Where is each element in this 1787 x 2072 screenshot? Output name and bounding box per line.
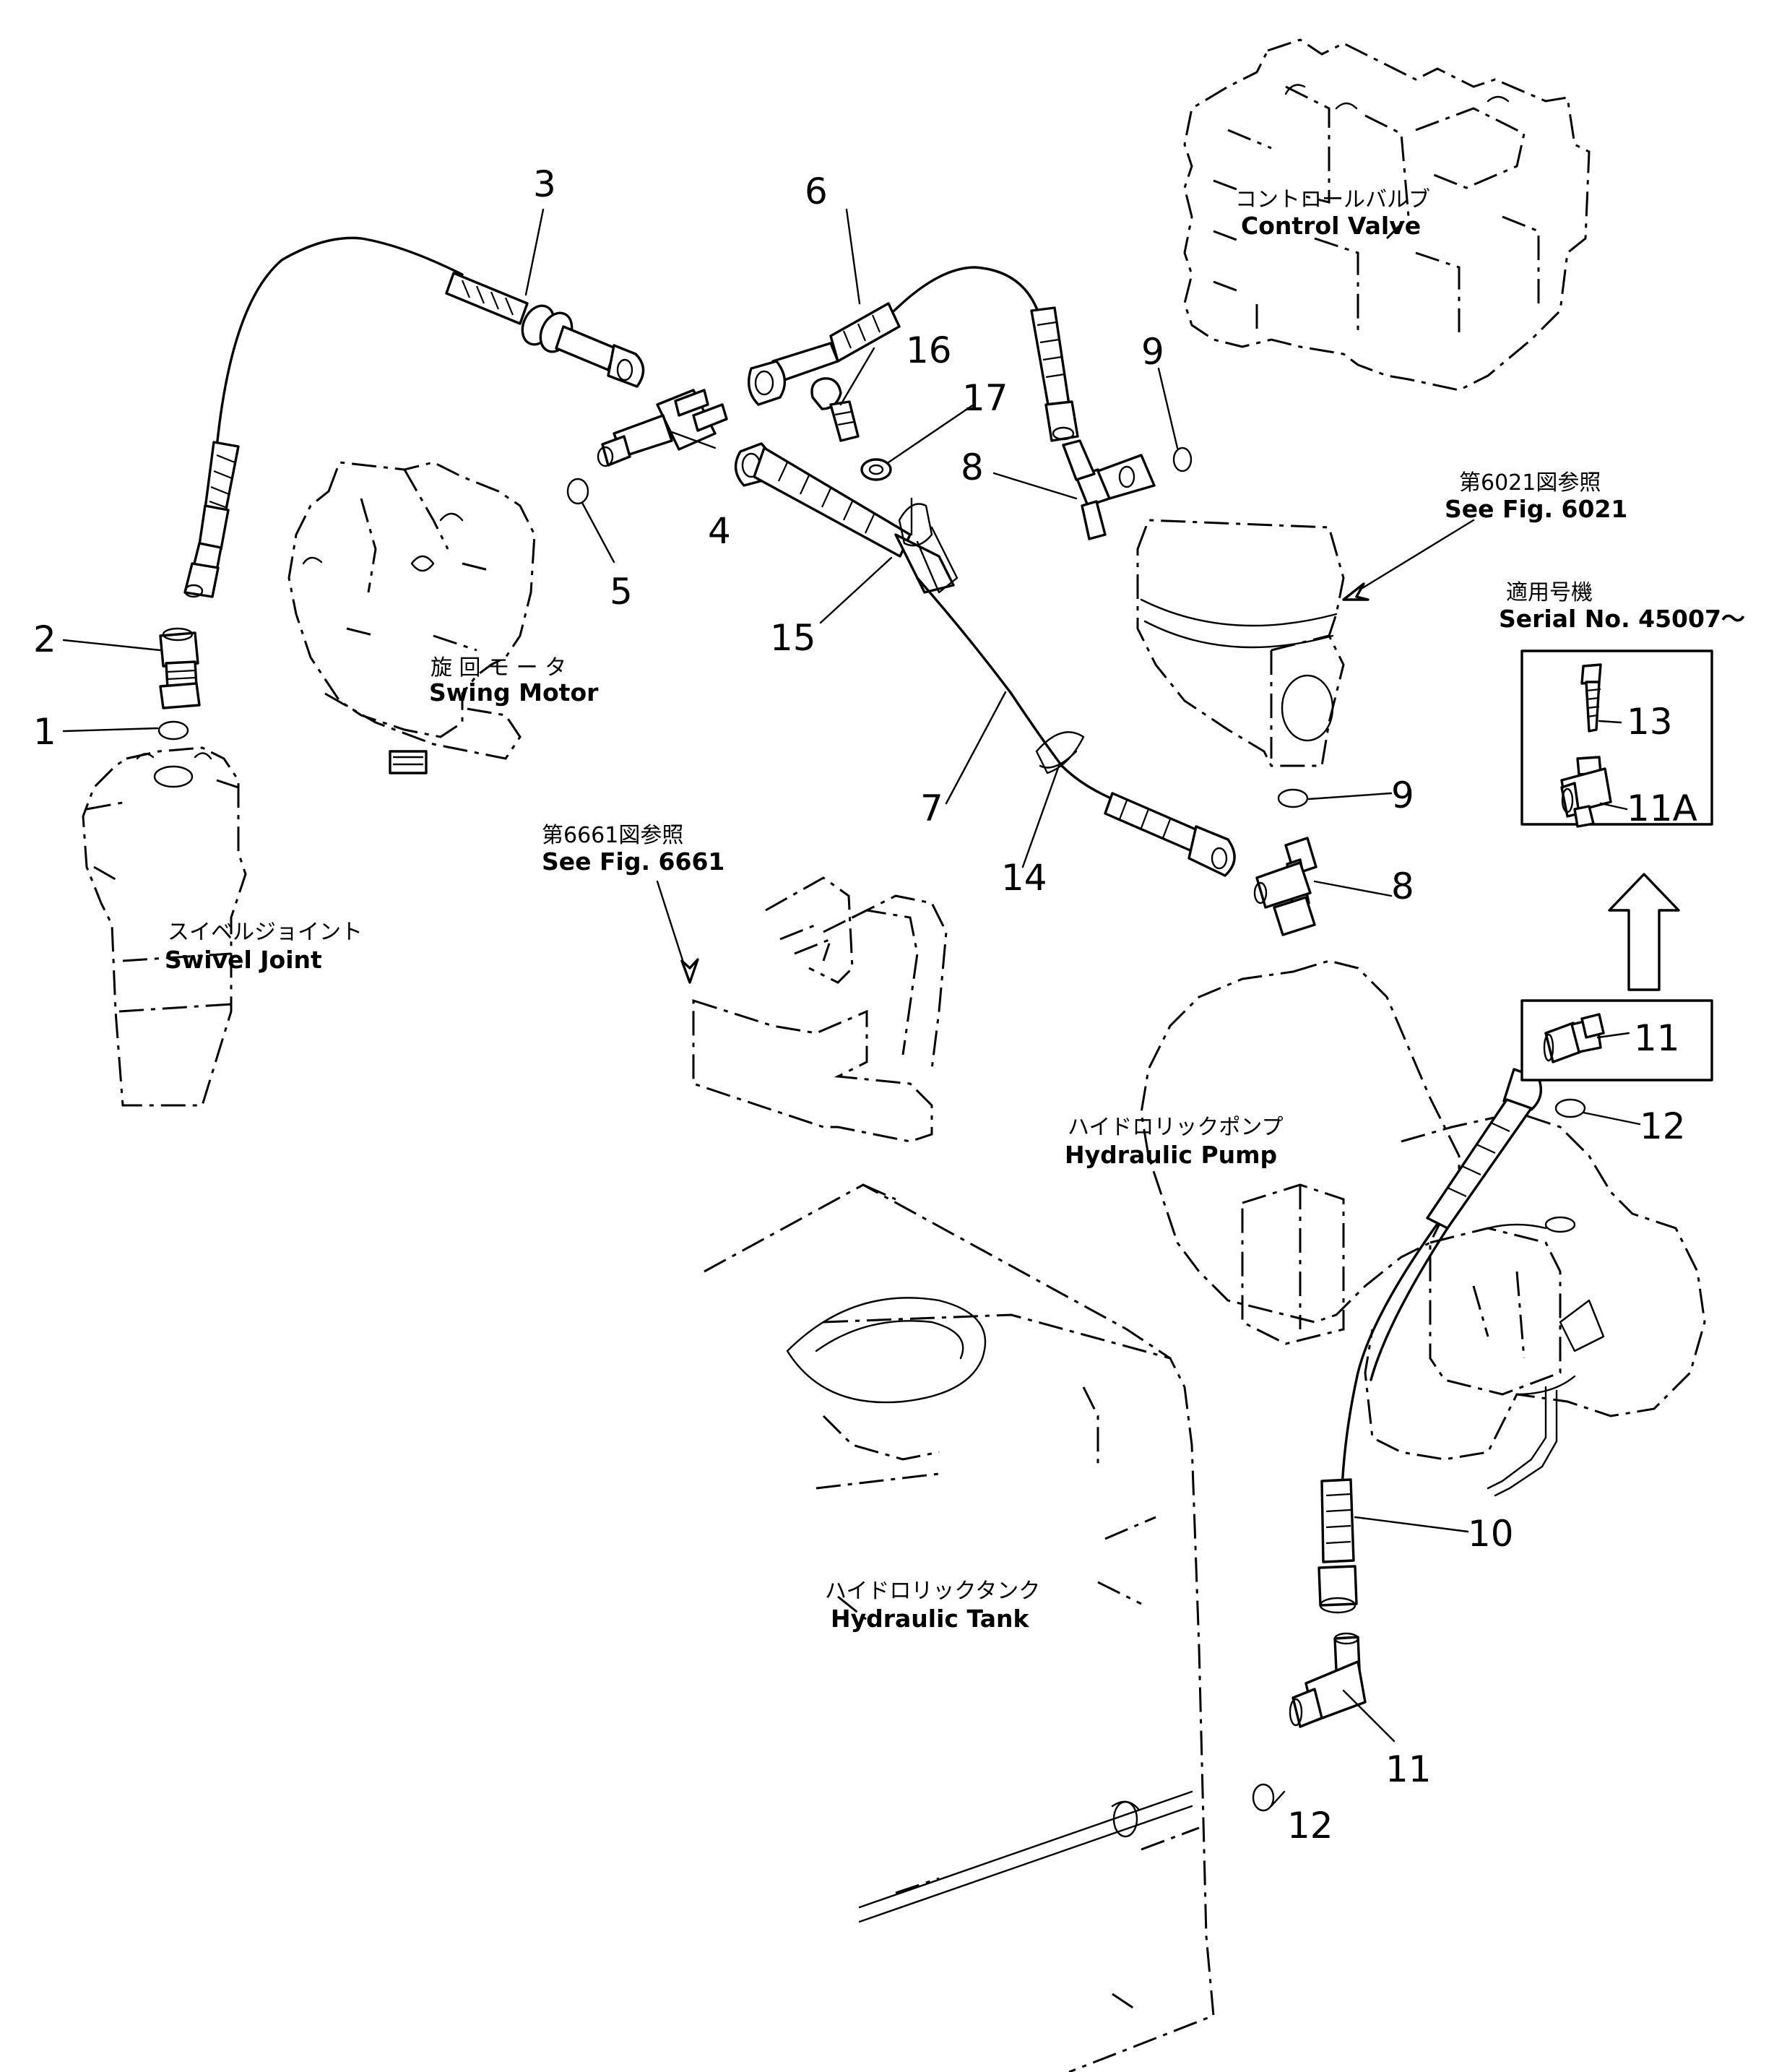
swing-motor-label-jp: 旋 回 モ ー タ (430, 655, 566, 681)
swivel-joint-label-jp: スイベルジョイント (168, 920, 363, 945)
hydraulic-tank-label-jp: ハイドロリックタンク (825, 1579, 1040, 1604)
fig6661-arrowhead (680, 958, 699, 984)
callout-16: 16 (906, 329, 952, 371)
swivel-joint (82, 746, 247, 1107)
plug-13 (1580, 663, 1602, 733)
serial-label-en: Serial No. 45007～ (1499, 605, 1745, 633)
callout-4: 4 (708, 510, 731, 552)
swivel-joint-label-en: Swivel Joint (165, 946, 322, 974)
callout-5: 5 (610, 571, 633, 613)
callout-3: 3 (533, 163, 556, 205)
callout-9-lower: 9 (1391, 774, 1414, 816)
fig6661-label-en: See Fig. 6661 (542, 847, 724, 876)
adapter-2 (159, 627, 201, 709)
o-ring-12-upper (1554, 1098, 1586, 1118)
washer-17 (860, 458, 892, 481)
o-ring-9-lower (1277, 788, 1309, 808)
callout-12-upper: 12 (1640, 1105, 1686, 1147)
elbow-11a (1560, 756, 1612, 828)
callout-numbers: 1 2 3 4 5 6 7 8 8 9 9 10 11 11 11A 12 12… (33, 163, 1697, 1847)
elbow-11-lower (1289, 1632, 1367, 1728)
clamp-14 (1035, 731, 1085, 774)
callout-10: 10 (1468, 1513, 1514, 1555)
leader-lines (62, 208, 1641, 1808)
fig6021-leader (1342, 519, 1475, 601)
small-box-11 (1520, 999, 1713, 1082)
fig6021-arrowhead (1342, 582, 1370, 601)
callout-13: 13 (1627, 701, 1673, 743)
callout-17: 17 (962, 377, 1008, 419)
callout-8-upper: 8 (961, 446, 984, 488)
hydraulic-tank (704, 1183, 1215, 2072)
elbow-8-lower (1253, 837, 1317, 936)
callout-8-lower: 8 (1391, 866, 1414, 907)
callout-12-lower: 12 (1287, 1805, 1333, 1847)
hose-10 (1317, 1068, 1542, 1614)
o-ring-5 (566, 478, 589, 505)
fig6661-label-jp: 第6661図参照 (542, 823, 683, 848)
callout-9-upper: 9 (1141, 331, 1164, 373)
upgrade-arrow (1608, 873, 1680, 991)
callout-15: 15 (770, 617, 816, 659)
serial-box (1520, 649, 1713, 826)
control-valve-label-jp: コントロールバルブ (1235, 187, 1430, 212)
callout-11a: 11A (1627, 787, 1697, 829)
swing-motor-label-en: Swing Motor (429, 678, 599, 707)
hydraulic-tank-label-en: Hydraulic Tank (831, 1605, 1029, 1633)
callout-7: 7 (920, 787, 943, 829)
hydraulic-pump-label-en: Hydraulic Pump (1065, 1141, 1277, 1169)
o-ring-1 (157, 720, 189, 741)
elbow-8-upper (1062, 439, 1156, 540)
serial-label-jp: 適用号機 (1506, 580, 1593, 605)
clamp-15 (898, 497, 959, 594)
callout-2: 2 (33, 618, 56, 660)
fig6021-label-en: See Fig. 6021 (1445, 495, 1627, 523)
tee-fitting-4 (597, 389, 728, 467)
hose-6 (748, 266, 1079, 442)
fig6021-label-jp: 第6021図参照 (1459, 470, 1601, 496)
control-valve (1183, 38, 1591, 392)
callout-6: 6 (805, 170, 828, 212)
bracket-assembly (692, 876, 948, 1143)
callout-11-upper: 11 (1634, 1017, 1680, 1059)
hydraulic-pump-label-jp: ハイドロリックポンプ (1068, 1115, 1284, 1140)
callout-11-lower: 11 (1385, 1748, 1432, 1790)
filter-housing (1136, 519, 1345, 767)
callout-14: 14 (1001, 857, 1047, 899)
hydraulic-pump (1140, 959, 1706, 1497)
callout-1: 1 (33, 711, 56, 753)
o-ring-9-upper (1172, 446, 1193, 472)
hose-3 (183, 236, 645, 598)
swing-motor (287, 461, 536, 774)
bolt-16 (810, 377, 860, 442)
control-valve-label-en: Control Valve (1241, 212, 1421, 240)
o-ring-12-lower (1252, 1783, 1275, 1812)
hose-7 (734, 442, 1236, 877)
